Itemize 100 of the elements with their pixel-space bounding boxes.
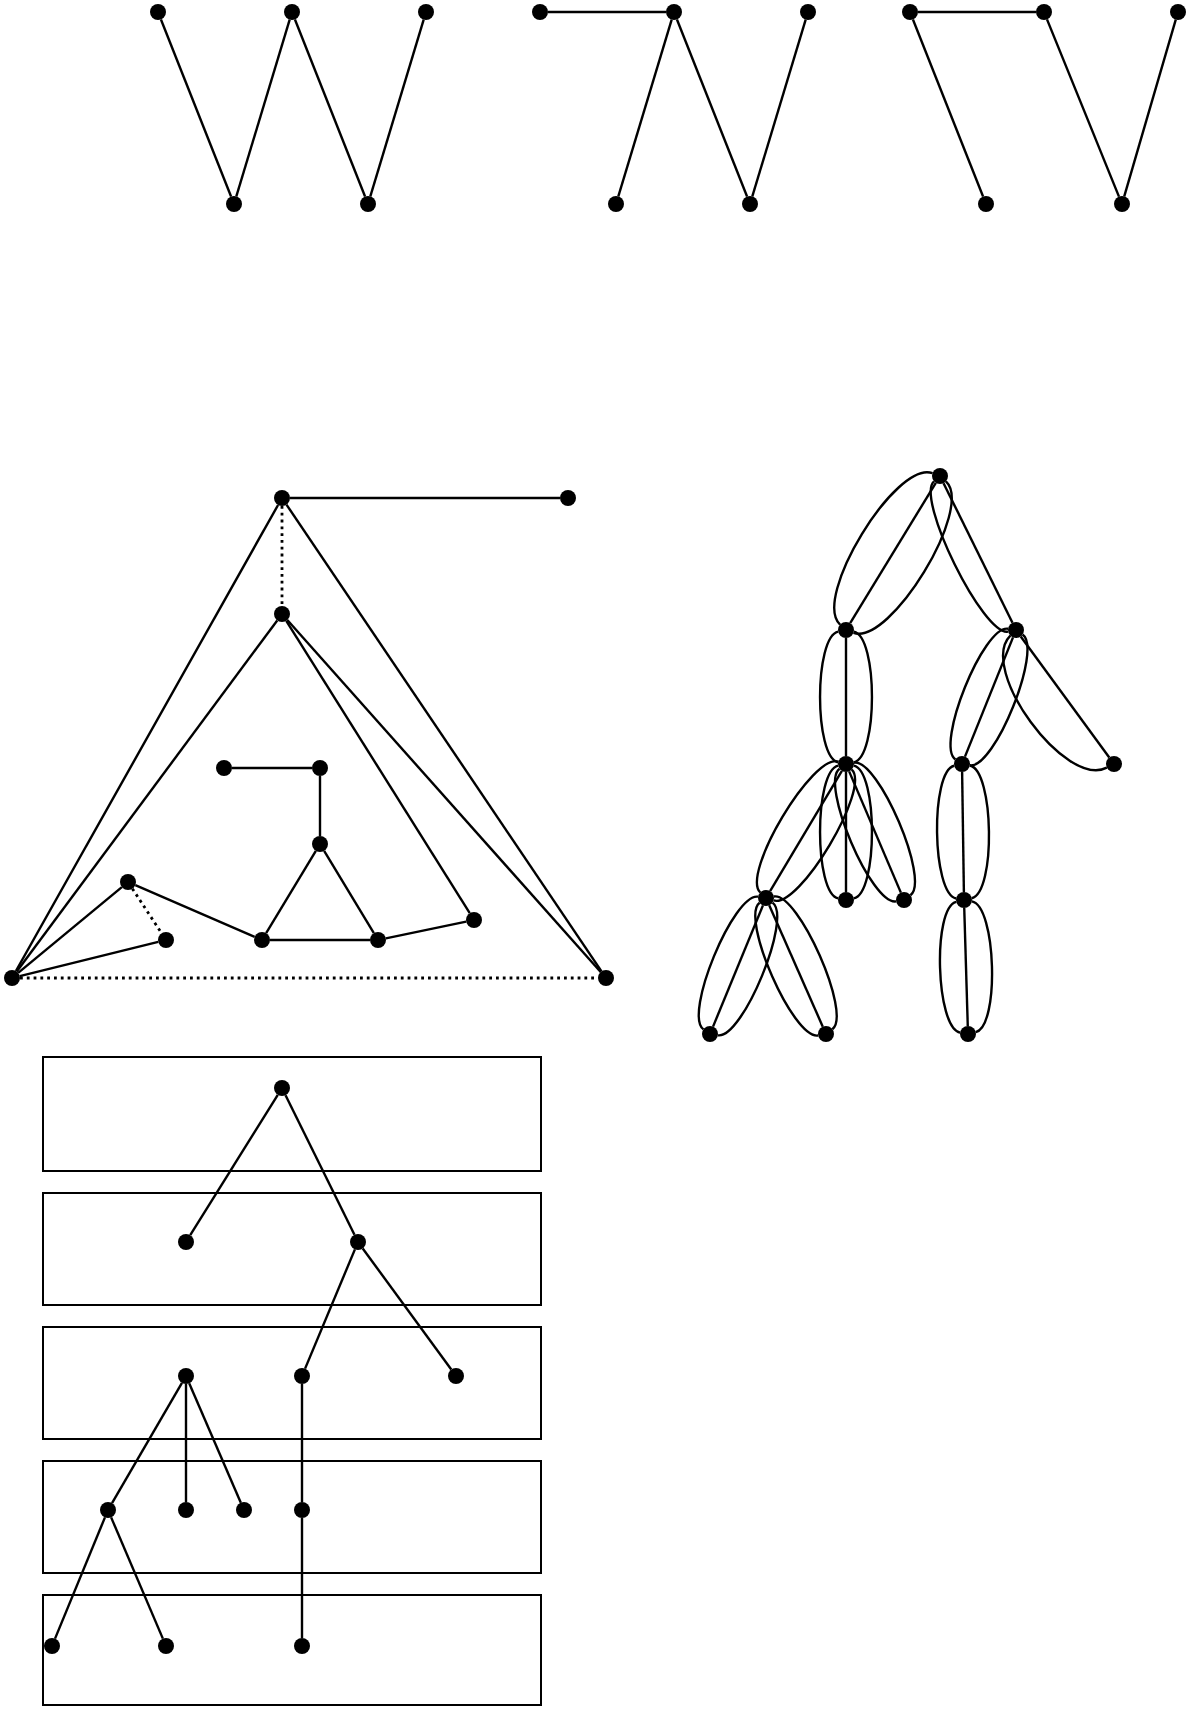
vertex-dot bbox=[312, 836, 328, 852]
vertex-dot bbox=[44, 1638, 60, 1654]
vertex-dot bbox=[1170, 4, 1186, 20]
edge-line bbox=[769, 770, 843, 892]
curved-edge bbox=[853, 764, 874, 900]
vertex-dot bbox=[838, 756, 854, 772]
vertex-dot bbox=[254, 932, 270, 948]
edge-line bbox=[911, 19, 985, 197]
edge-line bbox=[235, 19, 291, 197]
edge-line bbox=[14, 504, 280, 972]
vertex-dot bbox=[274, 490, 290, 506]
edge-line bbox=[232, 766, 312, 770]
edge-line bbox=[290, 496, 560, 500]
edge-line bbox=[17, 886, 123, 974]
vertex-dot bbox=[100, 1502, 116, 1518]
vertex-dot bbox=[312, 760, 328, 776]
vertex-dot bbox=[236, 1502, 252, 1518]
vertex-dot bbox=[818, 1026, 834, 1042]
edge-line bbox=[300, 1518, 304, 1638]
edge-line bbox=[675, 19, 749, 197]
edge-line bbox=[918, 10, 1036, 14]
edge-line bbox=[849, 482, 937, 624]
vertex-dot bbox=[350, 1234, 366, 1250]
edge-line bbox=[942, 482, 1014, 624]
vertex-dot bbox=[466, 912, 482, 928]
vertex-dot bbox=[838, 622, 854, 638]
vertex-dot bbox=[294, 1638, 310, 1654]
vertex-dot bbox=[294, 1368, 310, 1384]
vertex-dot bbox=[666, 4, 682, 20]
curved-edge bbox=[818, 630, 839, 764]
vertex-dot bbox=[1036, 4, 1052, 20]
level-band bbox=[42, 1192, 542, 1306]
dotted-edge bbox=[131, 887, 163, 935]
edge-line bbox=[134, 884, 256, 938]
edge-line bbox=[111, 1382, 183, 1504]
edge-line bbox=[361, 1247, 453, 1371]
vertex-dot bbox=[896, 892, 912, 908]
curved-edge bbox=[754, 902, 819, 1037]
edge-line bbox=[286, 619, 602, 973]
vertex-dot bbox=[226, 196, 242, 212]
vertex-dot bbox=[800, 4, 816, 20]
vertex-dot bbox=[274, 606, 290, 622]
edge-line bbox=[284, 1094, 356, 1236]
vertex-dot bbox=[1106, 756, 1122, 772]
vertex-dot bbox=[178, 1502, 194, 1518]
level-band bbox=[42, 1594, 542, 1706]
vertex-dot bbox=[178, 1234, 194, 1250]
vertex-dot bbox=[902, 4, 918, 20]
curved-edge bbox=[929, 480, 1009, 633]
curved-edge bbox=[971, 900, 994, 1034]
curved-edge bbox=[938, 900, 961, 1034]
edge-line bbox=[184, 1384, 188, 1502]
vertex-dot bbox=[742, 196, 758, 212]
edge-line bbox=[323, 850, 375, 934]
vertex-dot bbox=[4, 970, 20, 986]
curved-edge bbox=[773, 769, 856, 902]
vertex-dot bbox=[284, 4, 300, 20]
edge-line bbox=[1019, 635, 1111, 759]
edge-line bbox=[963, 907, 969, 1027]
vertex-dot bbox=[702, 1026, 718, 1042]
edge-line bbox=[751, 19, 807, 197]
vertex-dot bbox=[360, 196, 376, 212]
vertex-dot bbox=[294, 1502, 310, 1518]
edge-line bbox=[617, 19, 673, 197]
curved-edge bbox=[756, 760, 839, 893]
curved-edge bbox=[935, 764, 957, 900]
edge-line bbox=[848, 770, 902, 894]
edge-line bbox=[110, 1516, 164, 1640]
vertex-dot bbox=[158, 1638, 174, 1654]
edge-line bbox=[270, 938, 370, 942]
edge-line bbox=[960, 772, 966, 892]
edge-line bbox=[293, 19, 367, 197]
edge-line bbox=[285, 620, 471, 914]
vertex-dot bbox=[758, 890, 774, 906]
vertex-dot bbox=[1114, 196, 1130, 212]
edge-line bbox=[369, 19, 425, 197]
edge-line bbox=[318, 776, 322, 836]
edge-line bbox=[303, 1248, 357, 1370]
curved-edge bbox=[969, 764, 991, 900]
level-band bbox=[42, 1326, 542, 1440]
vertex-dot bbox=[598, 970, 614, 986]
dotted-edge bbox=[280, 506, 284, 606]
curved-edge bbox=[853, 630, 874, 764]
vertex-dot bbox=[978, 196, 994, 212]
edge-line bbox=[285, 503, 603, 973]
edge-line bbox=[189, 1094, 279, 1236]
curved-edge bbox=[1002, 635, 1108, 772]
curved-edge bbox=[834, 768, 897, 903]
edge-line bbox=[188, 1382, 242, 1504]
level-band bbox=[42, 1460, 542, 1574]
curved-edge bbox=[773, 895, 838, 1030]
vertex-dot bbox=[158, 932, 174, 948]
edge-line bbox=[844, 638, 848, 756]
curved-edge bbox=[853, 480, 953, 635]
vertex-dot bbox=[216, 760, 232, 776]
curved-edge bbox=[833, 471, 933, 626]
edge-line bbox=[385, 920, 467, 940]
level-band bbox=[42, 1056, 542, 1172]
vertex-dot bbox=[932, 468, 948, 484]
edge-line bbox=[19, 940, 159, 978]
